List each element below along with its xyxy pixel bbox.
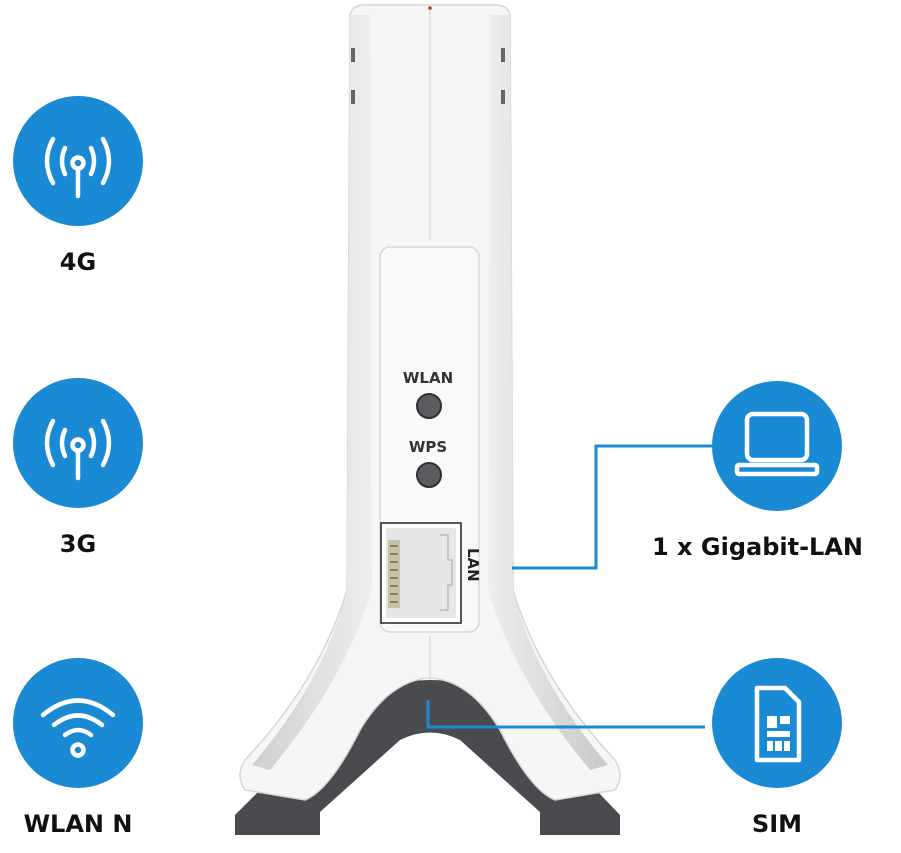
- feature-gigabit-lan: 1 x Gigabit-LAN: [652, 381, 892, 561]
- feature-4g-badge: [13, 96, 143, 226]
- feature-3g-badge: [13, 378, 143, 508]
- cellular-antenna-icon: [44, 418, 112, 481]
- feature-3g-label: 3G: [59, 530, 97, 558]
- lan-port-label: LAN: [464, 548, 482, 582]
- wlan-button-label: WLAN: [402, 369, 454, 387]
- feature-sim: SIM: [712, 658, 852, 838]
- feature-4g-label: 4G: [59, 248, 97, 276]
- feature-4g: 4G: [8, 96, 148, 276]
- feature-wlan-n-label: WLAN N: [23, 810, 133, 838]
- sim-card-icon: [754, 685, 802, 763]
- wifi-icon: [40, 698, 116, 758]
- wps-button-label: WPS: [408, 438, 448, 456]
- feature-wlan-n-badge: [13, 658, 143, 788]
- feature-sim-label: SIM: [751, 810, 803, 838]
- wps-hardware-button: [416, 462, 442, 488]
- wlan-hardware-button: [416, 393, 442, 419]
- feature-sim-badge: [712, 658, 842, 788]
- feature-gigabit-lan-badge: [712, 381, 842, 511]
- feature-3g: 3G: [8, 378, 148, 558]
- cellular-antenna-icon: [44, 136, 112, 199]
- feature-wlan-n: WLAN N: [8, 658, 148, 838]
- laptop-icon: [734, 411, 820, 477]
- feature-gigabit-lan-label: 1 x Gigabit-LAN: [652, 533, 863, 561]
